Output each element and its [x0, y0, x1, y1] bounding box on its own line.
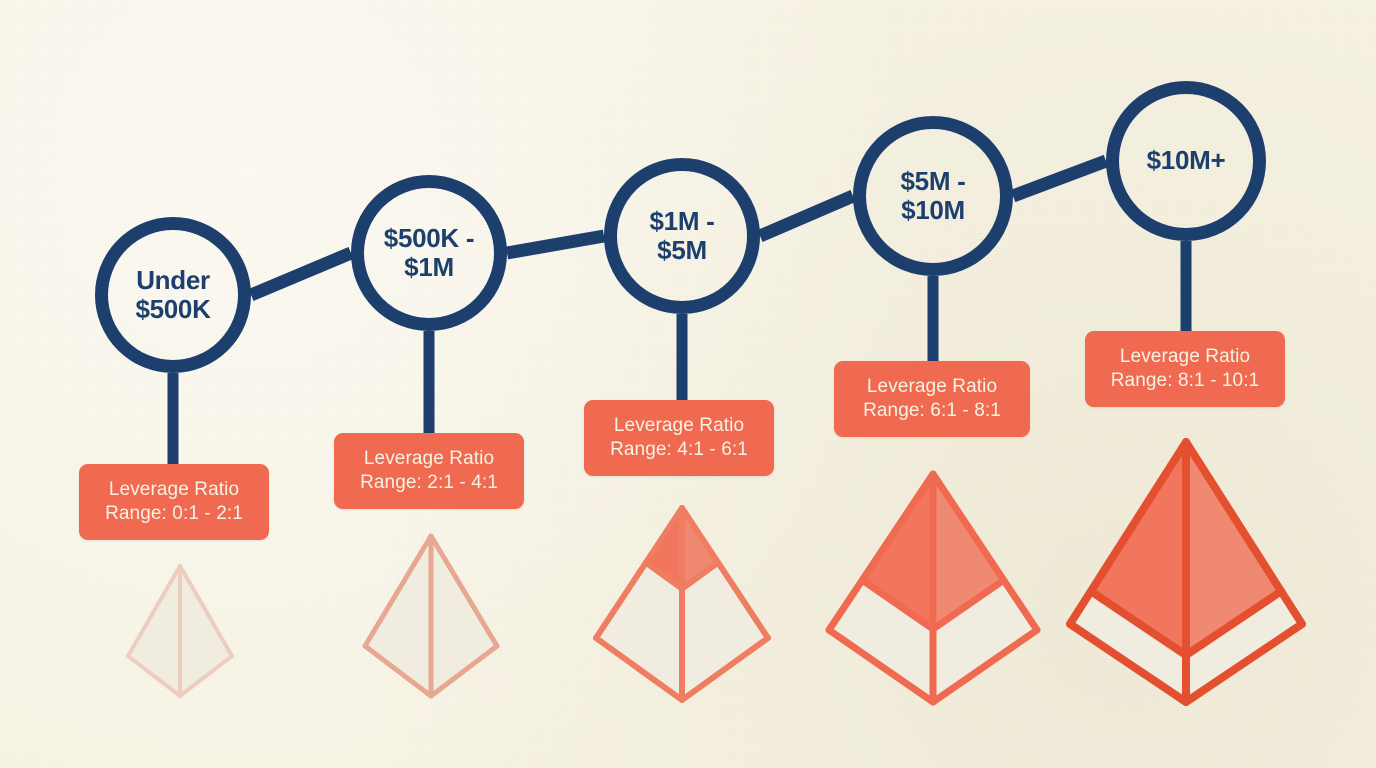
- leverage-ratio-chip-label: Leverage Ratio Range: 0:1 - 2:1: [105, 479, 243, 524]
- connector-layer: [248, 154, 1109, 301]
- connector-line-2: [505, 229, 606, 260]
- milestone-circle-step-4[interactable]: [853, 116, 1013, 276]
- pyramid-step-1: [126, 564, 234, 698]
- edge-apex-right-step-5: [1182, 438, 1306, 628]
- milestone-circle-step-3[interactable]: [604, 158, 760, 314]
- edge-right-front-step-3: [679, 635, 771, 703]
- circle-outline-layer: [95, 81, 1266, 373]
- leverage-ratio-chip-label: Leverage Ratio Range: 2:1 - 4:1: [360, 448, 498, 493]
- leverage-ratio-chip-2[interactable]: Leverage Ratio Range: 2:1 - 4:1: [334, 433, 524, 509]
- leverage-ratio-chip-5[interactable]: Leverage Ratio Range: 8:1 - 10:1: [1085, 331, 1285, 407]
- milestone-node-2[interactable]: $500K - $1M: [351, 175, 507, 331]
- milestone-node-label: $500K - $1M: [383, 222, 475, 282]
- connector-line-4: [1010, 154, 1109, 203]
- edge-apex-right-step-2: [428, 533, 500, 649]
- milestone-node-1[interactable]: Under $500K: [95, 217, 251, 373]
- edge-right-front-step-1: [178, 654, 234, 698]
- leverage-ratio-chip-3[interactable]: Leverage Ratio Range: 4:1 - 6:1: [584, 400, 774, 476]
- edge-left-front-step-1: [126, 654, 182, 698]
- edge-apex-right-step-1: [178, 564, 234, 658]
- edge-left-front-step-2: [362, 643, 434, 699]
- edge-right-front-step-2: [428, 643, 500, 699]
- milestone-node-4[interactable]: $5M - $10M: [853, 116, 1013, 276]
- pyramid-layer: [126, 438, 1306, 706]
- edge-left-front-step-4: [825, 626, 937, 706]
- edge-apex-left-step-1: [126, 564, 182, 658]
- stem-layer: [167, 241, 1192, 470]
- edge-apex-left-step-5: [1066, 438, 1190, 628]
- leverage-ratio-chip-label: Leverage Ratio Range: 6:1 - 8:1: [863, 376, 1001, 421]
- leverage-ratio-chip-4[interactable]: Leverage Ratio Range: 6:1 - 8:1: [834, 361, 1030, 437]
- milestone-circle-step-5[interactable]: [1106, 81, 1266, 241]
- milestone-node-5[interactable]: $10M+: [1106, 81, 1266, 241]
- milestone-node-label: Under $500K: [135, 264, 211, 324]
- pyramid-step-2: [362, 533, 500, 699]
- connector-line-1: [248, 247, 354, 301]
- edge-apex-right-step-3: [679, 505, 771, 641]
- pyramid-fill-right-step-5: [1186, 442, 1282, 656]
- pyramid-step-4: [825, 470, 1041, 706]
- milestone-node-label: $1M - $5M: [649, 205, 715, 265]
- milestone-node-3[interactable]: $1M - $5M: [604, 158, 760, 314]
- pyramid-step-3: [593, 505, 771, 703]
- edge-apex-right-step-4: [929, 470, 1041, 634]
- edge-apex-left-step-4: [825, 470, 937, 634]
- edge-right-front-step-4: [929, 626, 1041, 706]
- milestone-node-label: $5M - $10M: [900, 165, 966, 225]
- milestone-node-label: $10M+: [1146, 145, 1226, 176]
- leverage-ratio-chip-1[interactable]: Leverage Ratio Range: 0:1 - 2:1: [79, 464, 269, 540]
- milestone-circle-step-2[interactable]: [351, 175, 507, 331]
- edge-left-front-step-3: [593, 635, 685, 703]
- connector-line-3: [757, 190, 856, 242]
- leverage-ratio-chip-label: Leverage Ratio Range: 4:1 - 6:1: [610, 415, 748, 460]
- leverage-ratio-chip-label: Leverage Ratio Range: 8:1 - 10:1: [1110, 346, 1260, 391]
- pyramid-fill-left-step-5: [1090, 442, 1186, 656]
- pyramid-step-5: [1066, 438, 1306, 706]
- edge-apex-left-step-3: [593, 505, 685, 641]
- edge-left-front-step-5: [1066, 620, 1190, 706]
- edge-apex-left-step-2: [362, 533, 434, 649]
- edge-right-front-step-5: [1182, 620, 1306, 706]
- milestone-circle-step-1[interactable]: [95, 217, 251, 373]
